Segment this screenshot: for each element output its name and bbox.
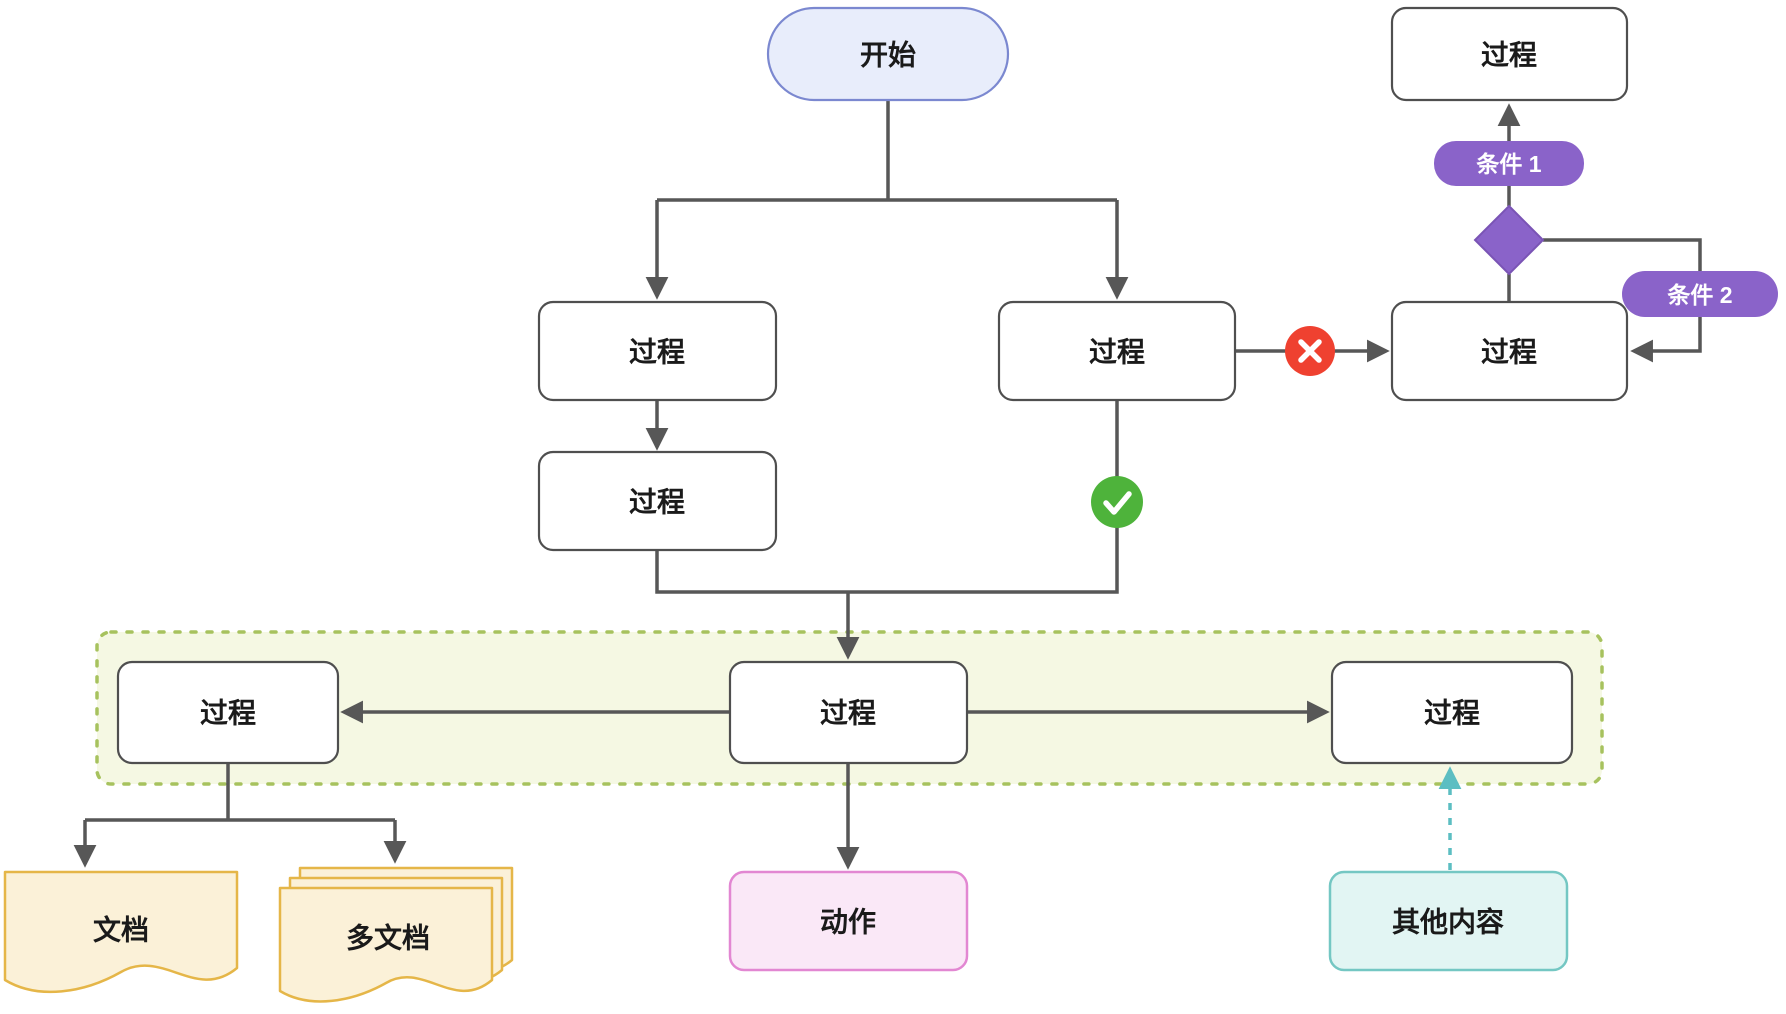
process-shape	[1330, 660, 1574, 765]
multi-document-label: 多文档	[346, 922, 430, 954]
node-group-process-left: 过程	[116, 660, 340, 765]
edge-label-condition-1: 条件 1	[1434, 141, 1584, 186]
process-shape	[1390, 300, 1629, 402]
edge-doc-split	[85, 763, 395, 822]
badge-fail	[1285, 326, 1335, 376]
badge-pass	[1091, 476, 1143, 528]
process-shape	[1390, 6, 1629, 102]
process-shape	[997, 300, 1237, 402]
process-label: 过程	[200, 698, 256, 729]
decision-diamond	[1473, 204, 1545, 276]
other-content-shape	[1328, 870, 1569, 972]
edge-start-branch	[657, 100, 1117, 202]
node-other-content: 其他内容	[1328, 870, 1569, 972]
other-content-label: 其他内容	[1392, 906, 1504, 938]
start-label: 开始	[860, 40, 916, 71]
process-label: 过程	[629, 337, 685, 368]
action-shape	[728, 870, 969, 972]
process-label: 过程	[629, 487, 685, 518]
condition-pill	[1434, 141, 1584, 186]
action-label: 动作	[820, 907, 876, 938]
process-label: 过程	[820, 698, 876, 729]
pass-circle	[1091, 476, 1143, 528]
process-shape	[116, 660, 340, 765]
start-shape	[766, 6, 1010, 102]
document-label: 文档	[93, 914, 149, 946]
multi-document-front-sheet	[278, 886, 494, 1003]
process-label: 过程	[1424, 698, 1480, 729]
condition-pill	[1622, 271, 1778, 317]
condition-label: 条件 1	[1476, 151, 1541, 177]
node-process-left-top: 过程	[537, 300, 778, 402]
node-start: 开始	[766, 6, 1010, 102]
process-label: 过程	[1089, 337, 1145, 368]
condition-label: 条件 2	[1667, 282, 1732, 308]
process-label: 过程	[1481, 337, 1537, 368]
node-action: 动作	[728, 870, 969, 972]
node-multi-document: 多文档	[278, 866, 514, 1003]
diamond-shape	[1473, 204, 1545, 276]
process-shape	[537, 450, 778, 552]
node-group-process-right: 过程	[1330, 660, 1574, 765]
document-shape	[3, 870, 239, 994]
node-process-top-right: 过程	[1390, 6, 1629, 102]
x-icon	[1298, 339, 1322, 363]
check-icon	[1103, 491, 1132, 515]
node-process-mid: 过程	[997, 300, 1237, 402]
node-process-left-bottom: 过程	[537, 450, 778, 552]
node-process-right: 过程	[1390, 300, 1629, 402]
process-shape	[728, 660, 969, 765]
edge-label-condition-2: 条件 2	[1622, 271, 1778, 317]
node-group-process-center: 过程	[728, 660, 969, 765]
process-label: 过程	[1481, 40, 1537, 71]
process-shape	[537, 300, 778, 402]
node-document: 文档	[3, 870, 239, 994]
